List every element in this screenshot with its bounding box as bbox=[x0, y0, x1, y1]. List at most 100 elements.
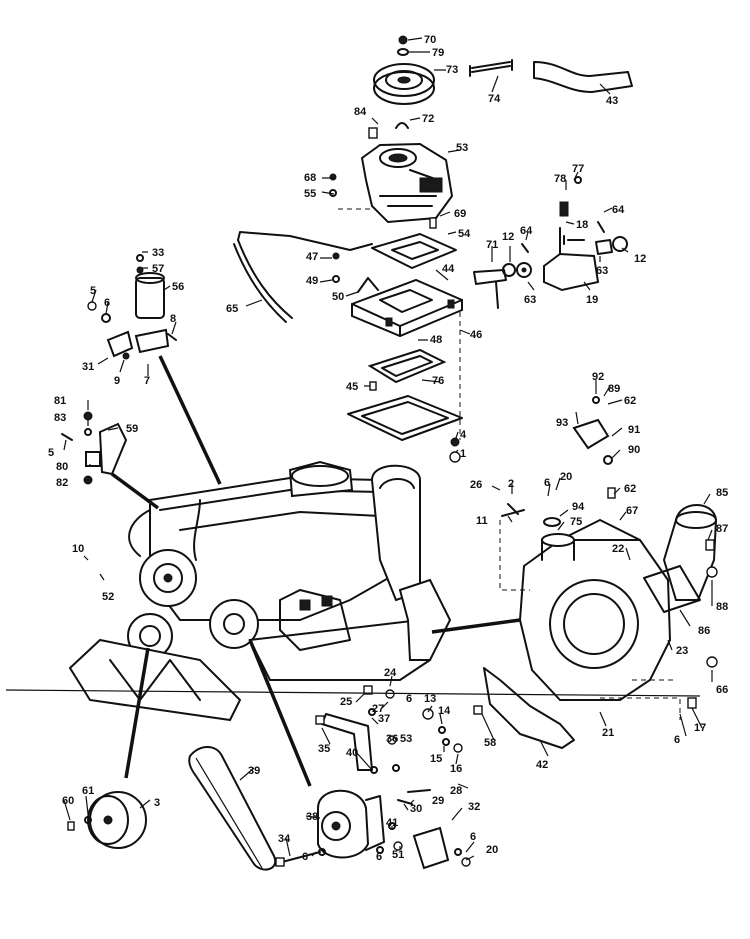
bushing-63a bbox=[516, 262, 532, 278]
washer-14 bbox=[438, 726, 446, 734]
screw-60 bbox=[67, 821, 75, 831]
callout-31: 31 bbox=[82, 361, 94, 373]
callout-90: 90 bbox=[628, 444, 640, 456]
callout-94: 94 bbox=[572, 501, 585, 513]
callout-92: 92 bbox=[592, 371, 604, 383]
callout-10: 10 bbox=[72, 543, 84, 555]
gasket-76 bbox=[347, 395, 463, 441]
callout-1: 1 bbox=[460, 448, 466, 460]
screw-8 bbox=[167, 333, 177, 341]
bushing-12b bbox=[612, 236, 628, 252]
callout-4: 4 bbox=[460, 429, 467, 441]
callout-6: 6 bbox=[376, 851, 382, 863]
callout-35: 35 bbox=[318, 743, 330, 755]
bolt-20b bbox=[461, 857, 471, 867]
callout-49: 49 bbox=[306, 275, 318, 287]
bracket-93 bbox=[572, 418, 610, 450]
washer-15 bbox=[442, 738, 450, 746]
bracket-80 bbox=[85, 451, 101, 467]
fitting-68 bbox=[329, 173, 337, 181]
nut-90 bbox=[603, 455, 613, 465]
callout-37: 37 bbox=[378, 713, 390, 725]
callout-5: 5 bbox=[90, 285, 96, 297]
heat-shield-48 bbox=[367, 348, 447, 384]
washer-6g bbox=[454, 848, 462, 856]
bushing-12a bbox=[502, 263, 516, 277]
callout-60: 60 bbox=[62, 795, 74, 807]
callout-27: 27 bbox=[372, 703, 384, 715]
callout-78: 78 bbox=[554, 173, 566, 185]
callout-6: 6 bbox=[302, 851, 308, 863]
callout-3: 3 bbox=[154, 797, 160, 809]
washer-33 bbox=[136, 254, 144, 262]
callout-6: 6 bbox=[674, 734, 680, 746]
callout-30: 30 bbox=[410, 803, 422, 815]
clip-72 bbox=[395, 122, 409, 129]
callout-72: 72 bbox=[422, 113, 434, 125]
washer-40 bbox=[370, 766, 378, 774]
sensor-56 bbox=[135, 272, 165, 319]
callout-71: 71 bbox=[486, 239, 498, 251]
callout-25: 25 bbox=[340, 696, 352, 708]
callout-19: 19 bbox=[586, 294, 598, 306]
screw-45 bbox=[369, 381, 377, 391]
callout-63: 63 bbox=[596, 265, 608, 277]
bolt-84 bbox=[368, 127, 378, 139]
bolt-29 bbox=[397, 799, 413, 805]
engine-block bbox=[68, 460, 452, 722]
callout-66: 66 bbox=[716, 684, 728, 696]
washer-79 bbox=[397, 48, 409, 56]
link-71 bbox=[473, 269, 507, 309]
callout-24: 24 bbox=[384, 667, 397, 679]
callout-18: 18 bbox=[576, 219, 588, 231]
callout-6: 6 bbox=[406, 693, 412, 705]
callout-13: 13 bbox=[424, 693, 436, 705]
callout-6: 6 bbox=[104, 297, 110, 309]
bracket-32 bbox=[412, 826, 450, 870]
washer-6e bbox=[318, 848, 326, 856]
callout-79: 79 bbox=[432, 47, 444, 59]
callout-16: 16 bbox=[450, 763, 462, 775]
callout-83: 83 bbox=[54, 412, 66, 424]
callout-6: 6 bbox=[470, 831, 476, 843]
bolt-66 bbox=[706, 656, 718, 668]
callout-81: 81 bbox=[54, 395, 66, 407]
callout-21: 21 bbox=[602, 727, 614, 739]
nut-16 bbox=[453, 743, 463, 753]
nut-82 bbox=[83, 475, 93, 485]
washer-6a bbox=[101, 313, 111, 323]
callout-84: 84 bbox=[354, 106, 367, 118]
callout-20: 20 bbox=[560, 471, 572, 483]
callout-76: 76 bbox=[432, 375, 444, 387]
bolt-28 bbox=[407, 789, 431, 793]
bolt-25 bbox=[363, 685, 373, 695]
bracket-31 bbox=[106, 330, 134, 358]
callout-12: 12 bbox=[634, 253, 646, 265]
callout-53: 53 bbox=[456, 142, 468, 154]
callout-26: 26 bbox=[470, 479, 482, 491]
callout-32: 32 bbox=[468, 801, 480, 813]
clip-2 bbox=[501, 503, 525, 517]
callout-36: 36 bbox=[386, 733, 398, 745]
callout-2: 2 bbox=[508, 478, 514, 490]
callout-5: 5 bbox=[48, 447, 54, 459]
nut-13 bbox=[422, 708, 434, 720]
callout-20: 20 bbox=[486, 844, 498, 856]
callout-62: 62 bbox=[624, 395, 636, 407]
callout-34: 34 bbox=[278, 833, 291, 845]
washer-83 bbox=[84, 428, 92, 436]
spacer-plate-44 bbox=[351, 278, 463, 338]
belt-39 bbox=[188, 746, 277, 871]
callout-86: 86 bbox=[698, 625, 710, 637]
callout-74: 74 bbox=[488, 93, 501, 105]
callout-9: 9 bbox=[114, 375, 120, 387]
carburetor-53 bbox=[360, 142, 454, 224]
callout-29: 29 bbox=[432, 795, 444, 807]
callout-51: 51 bbox=[392, 849, 404, 861]
callout-59: 59 bbox=[126, 423, 138, 435]
fitting-49 bbox=[332, 275, 340, 283]
callout-52: 52 bbox=[102, 591, 114, 603]
callout-42: 42 bbox=[536, 759, 548, 771]
callout-61: 61 bbox=[82, 785, 94, 797]
